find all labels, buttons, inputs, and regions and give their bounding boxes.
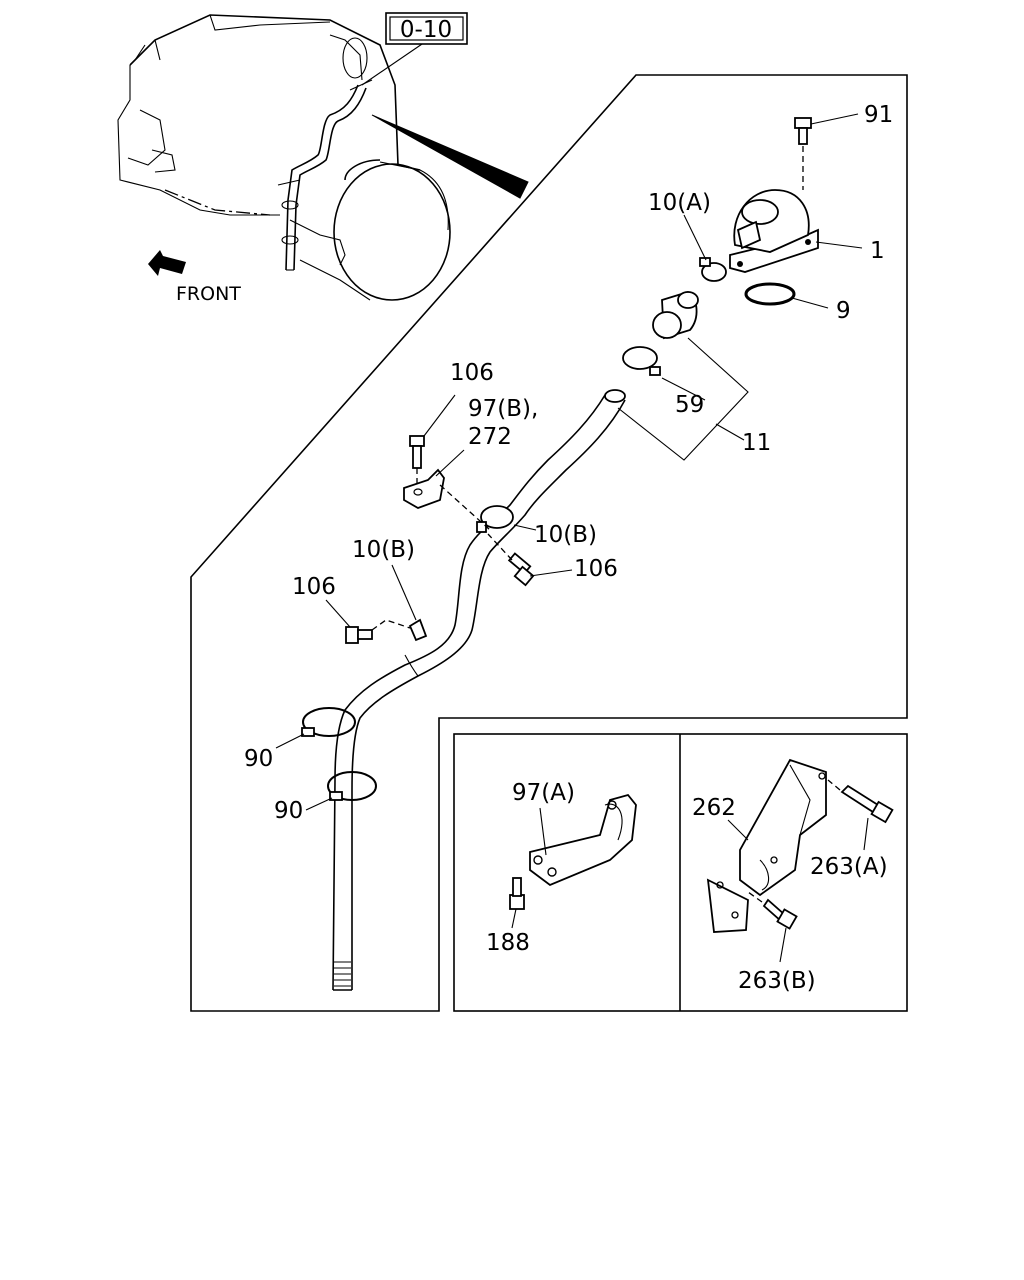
filler-housing-1 [729, 189, 819, 273]
bracket-97a [529, 793, 637, 887]
callout-106-top: 106 [450, 360, 494, 386]
bolt-106-left [345, 619, 411, 644]
hose-59 [652, 291, 699, 340]
guide-tube [332, 389, 626, 991]
callout-91: 91 [864, 102, 893, 128]
callout-90-upper: 90 [244, 746, 273, 772]
callout-272: 272 [468, 424, 512, 450]
bolt-91 [794, 117, 812, 190]
callout-10a: 10(A) [648, 190, 711, 216]
bracket-262 [706, 758, 827, 933]
callout-10b-left: 10(B) [352, 537, 415, 563]
main-frame [190, 74, 908, 1012]
callout-263b: 263(B) [738, 968, 816, 994]
front-arrow-icon [148, 250, 186, 276]
callout-90-lower: 90 [274, 798, 303, 824]
callout-262: 262 [692, 795, 736, 821]
reference-label: 0-10 [400, 17, 452, 43]
clamp-90-upper [301, 707, 356, 737]
bolt-106-right [487, 533, 535, 587]
clamp-10a [699, 257, 727, 282]
callout-10b-right: 10(B) [534, 522, 597, 548]
bolt-106-top [409, 435, 425, 485]
callout-9: 9 [836, 298, 851, 324]
callout-188: 188 [486, 930, 530, 956]
callout-106-left: 106 [292, 574, 336, 600]
callout-59: 59 [675, 392, 704, 418]
callout-97a: 97(A) [512, 780, 575, 806]
callout-97b: 97(B), [468, 396, 538, 422]
bolt-188 [509, 877, 525, 910]
clamp-10b-left [408, 618, 428, 642]
callout-263a: 263(A) [810, 854, 888, 880]
callout-106-right: 106 [574, 556, 618, 582]
clamp-90-lower [327, 771, 377, 801]
clamp-10b-right [476, 505, 514, 533]
engine-overview [117, 14, 529, 301]
bolt-263a [827, 779, 894, 824]
clamp-59 [622, 346, 661, 376]
o-ring-9 [744, 282, 796, 306]
front-label: FRONT [176, 283, 241, 305]
bracket-97b [403, 468, 445, 509]
reference-box [385, 12, 468, 45]
callout-11: 11 [742, 430, 771, 456]
bolt-263b [747, 891, 798, 930]
callout-1: 1 [870, 238, 885, 264]
